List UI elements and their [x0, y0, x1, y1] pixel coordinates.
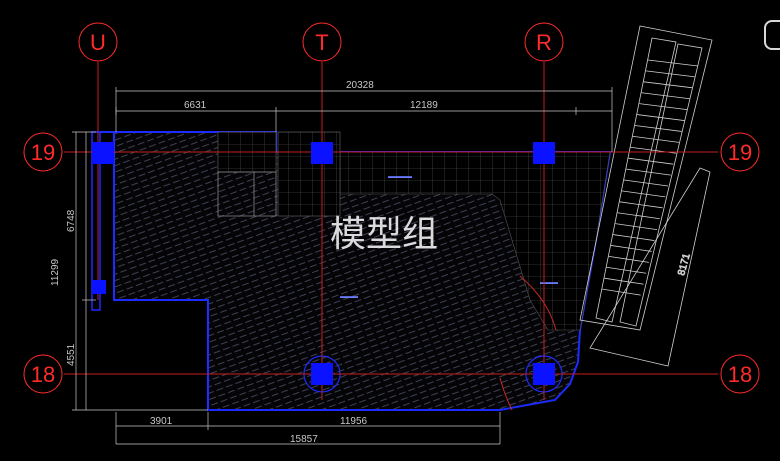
grid-label-t: T	[315, 30, 328, 55]
stair-tread	[628, 157, 674, 165]
grid-bubbles	[23, 22, 760, 394]
stair-tread	[615, 223, 658, 231]
dimension-lines	[72, 87, 613, 445]
dimension-labels: 20328 6631 12189 11299 6748 4551 3901 11…	[50, 80, 438, 445]
dim-bottom-left: 3901	[150, 416, 173, 427]
grid-labels: U T R 19 19 18 18	[31, 30, 752, 387]
room-label-b: ▬▬▬	[340, 294, 358, 300]
column-r19[interactable]	[533, 142, 555, 164]
stair-tread	[637, 114, 685, 121]
curve-edge	[519, 275, 557, 331]
grid-bubble-18-left[interactable]	[23, 354, 63, 394]
grid-label-18-left: 18	[31, 362, 55, 387]
stair-tread	[643, 81, 693, 89]
stair-tread	[608, 255, 649, 263]
stair-tread	[645, 70, 696, 78]
column-r18[interactable]	[533, 363, 555, 385]
grid-label-18-right: 18	[728, 362, 752, 387]
grid-bubble-r[interactable]	[524, 22, 564, 62]
small-room	[217, 171, 277, 217]
grid-bubble-u[interactable]	[78, 22, 118, 62]
columns	[92, 142, 555, 385]
dim-top-total: 20328	[346, 80, 374, 91]
stair-tread	[610, 245, 652, 252]
dim-bottom-total: 15857	[290, 434, 318, 445]
grid-label-r: R	[536, 30, 552, 55]
stair-tread	[639, 103, 688, 111]
grid-bubble-19-left[interactable]	[23, 132, 63, 172]
dim-left-upper: 6748	[66, 209, 77, 232]
grid-label-u: U	[90, 30, 106, 55]
stair-tread	[641, 92, 690, 100]
grid-bubble-t[interactable]	[302, 22, 342, 62]
tiled-area	[339, 151, 611, 331]
stair-tread	[606, 266, 647, 274]
grid-bubble-18-right[interactable]	[720, 354, 760, 394]
grid-label-19-right: 19	[728, 140, 752, 165]
grid-label-19-left: 19	[31, 140, 55, 165]
dim-left-lower: 4551	[66, 343, 77, 366]
column-t18[interactable]	[311, 363, 333, 385]
stair-tread	[647, 59, 699, 67]
dim-left-total: 11299	[50, 258, 61, 286]
grid-lines	[64, 62, 718, 400]
stair-tread	[602, 288, 641, 296]
stair-tread	[604, 277, 644, 285]
stair-tread	[623, 179, 669, 187]
curve-edge-2	[499, 377, 513, 411]
grid-bubble-19-right[interactable]	[720, 132, 760, 172]
dim-top-left: 6631	[184, 100, 207, 111]
dim-top-right: 12189	[410, 100, 438, 111]
room-label-a: ▬▬▬▬	[388, 174, 412, 180]
floor-plan: ▬▬▬▬ ▬▬▬ ▬▬▬	[91, 131, 612, 411]
stair-tread	[619, 201, 663, 209]
stair-tread	[634, 125, 682, 132]
stair-tread	[626, 168, 671, 176]
column-t19[interactable]	[311, 142, 333, 164]
watermark-text: 模型组	[330, 214, 438, 255]
room-label-c: ▬▬▬	[540, 280, 558, 286]
column-u-mid[interactable]	[92, 280, 106, 294]
stair-tread	[621, 190, 666, 198]
column-u19[interactable]	[92, 142, 114, 164]
stair-tread	[613, 234, 655, 241]
stair-tread	[617, 212, 660, 220]
stair-treads	[602, 59, 699, 296]
stair-tread	[632, 135, 679, 143]
dim-bottom-right: 11956	[340, 416, 368, 427]
viewcube-icon[interactable]	[764, 20, 780, 50]
escalator-block: 8171	[579, 25, 713, 367]
